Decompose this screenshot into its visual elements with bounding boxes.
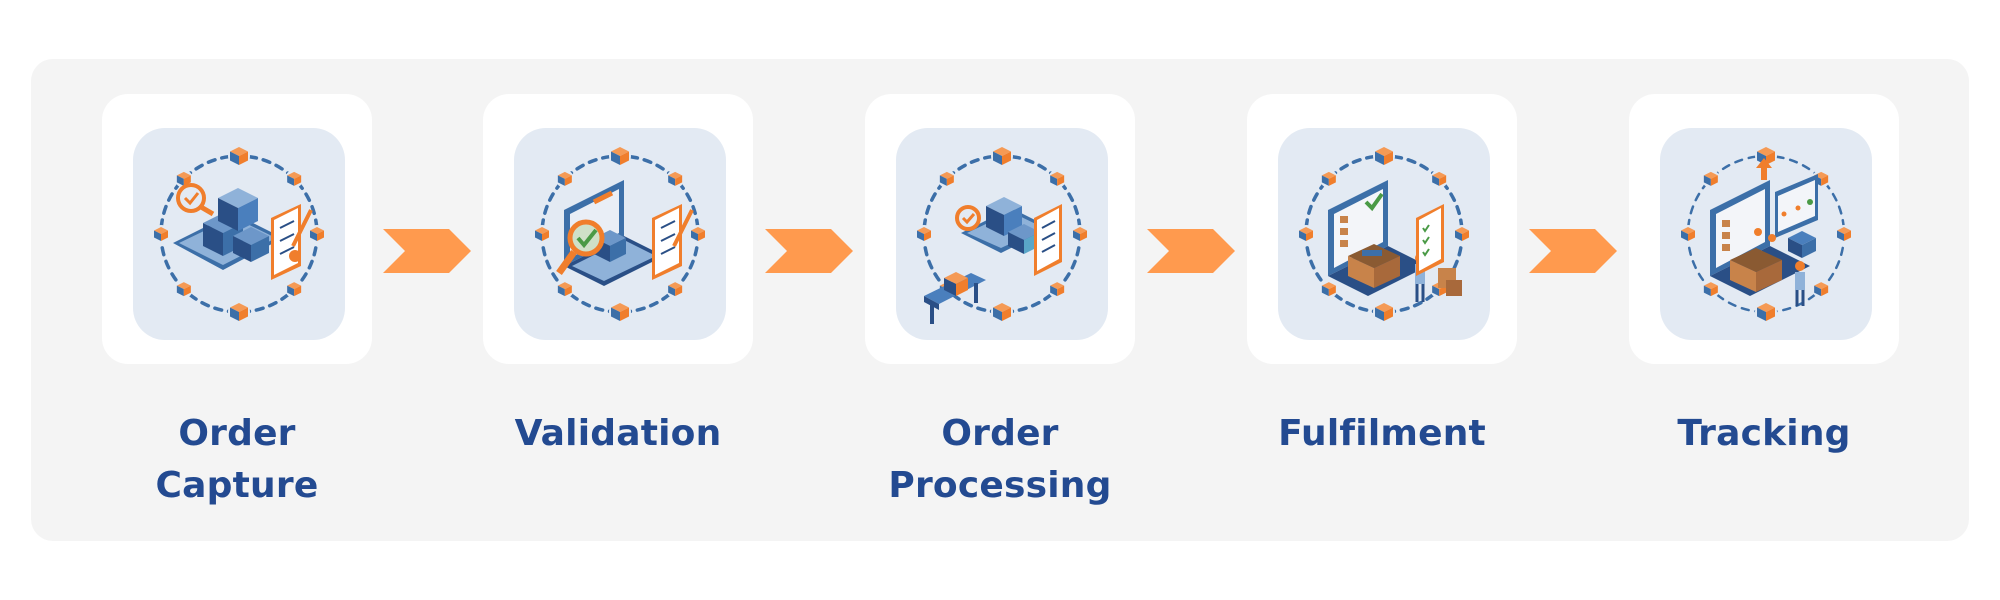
cube-icon	[689, 225, 707, 243]
cube-icon	[285, 169, 304, 188]
cube-icon	[1430, 169, 1449, 188]
cube-icon	[1373, 301, 1395, 323]
step-label: Order Capture	[155, 413, 319, 506]
cube-icon	[533, 225, 551, 243]
cube-icon	[1373, 145, 1395, 167]
chevron-right-arrow-icon	[1147, 229, 1235, 273]
step-label: Fulfilment	[1278, 413, 1486, 454]
cube-icon	[308, 225, 326, 243]
cube-icon	[1812, 280, 1831, 299]
cube-icon	[555, 169, 574, 188]
step-card	[102, 94, 372, 364]
cube-icon	[285, 280, 304, 299]
cube-icon	[915, 225, 933, 243]
cube-icon	[1319, 169, 1338, 188]
cube-icon	[1701, 169, 1720, 188]
chevron-right-arrow-icon	[383, 229, 471, 273]
cube-icon	[666, 280, 685, 299]
cube-icon	[1048, 169, 1067, 188]
cube-icon	[937, 169, 956, 188]
cube-icon	[666, 169, 685, 188]
cube-icon	[609, 145, 631, 167]
cube-icon	[1701, 280, 1720, 299]
cube-icon	[228, 145, 250, 167]
cube-icon	[1679, 225, 1697, 243]
step-card	[483, 94, 753, 364]
validation-illustration-icon	[533, 145, 707, 323]
step-illustration-tile	[1278, 128, 1490, 340]
step-card	[865, 94, 1135, 364]
cube-icon	[152, 225, 170, 243]
cube-icon	[1755, 145, 1777, 167]
cube-icon	[1755, 301, 1777, 323]
chevron-right-arrow-icon	[765, 229, 853, 273]
order-processing-illustration-icon	[915, 145, 1089, 324]
chevron-right-arrow-icon	[1529, 229, 1617, 273]
cube-icon	[991, 145, 1013, 167]
step-label: Order Processing	[888, 413, 1112, 506]
cube-icon	[228, 301, 250, 323]
order-capture-illustration-icon	[152, 145, 326, 323]
step-illustration-tile	[514, 128, 726, 340]
cube-icon	[1297, 225, 1315, 243]
cube-icon	[991, 301, 1013, 323]
tracking-illustration-icon	[1679, 145, 1853, 323]
cube-icon	[1071, 225, 1089, 243]
step-illustration-tile	[133, 128, 345, 340]
cube-icon	[174, 280, 193, 299]
step-label: Validation	[514, 413, 722, 454]
step-card	[1629, 94, 1899, 364]
cube-icon	[555, 280, 574, 299]
cube-icon	[609, 301, 631, 323]
cube-icon	[1048, 280, 1067, 299]
step-label: Tracking	[1677, 413, 1851, 454]
cube-icon	[1835, 225, 1853, 243]
step-illustration-tile	[896, 128, 1108, 340]
cube-icon	[1453, 225, 1471, 243]
cube-icon	[1319, 280, 1338, 299]
fulfilment-illustration-icon	[1297, 145, 1471, 323]
step-illustration-tile	[1660, 128, 1872, 340]
step-card	[1247, 94, 1517, 364]
